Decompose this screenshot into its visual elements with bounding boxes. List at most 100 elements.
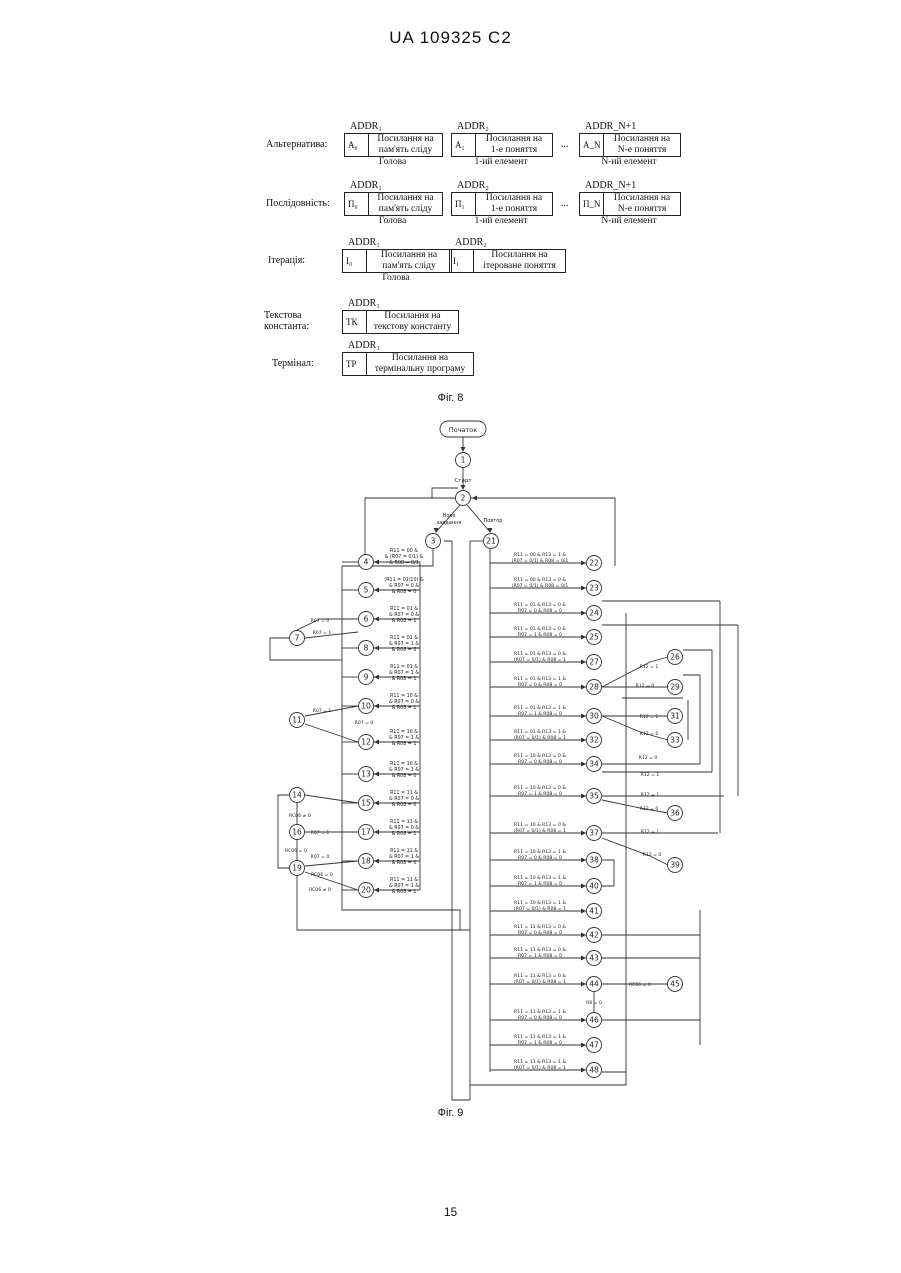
fig8-cell-text: Посилання напам'ять сліду bbox=[369, 193, 442, 215]
figure-8-caption: Фіг. 8 bbox=[0, 392, 901, 404]
arrow-head bbox=[581, 956, 586, 961]
flow-label: R07 = 1 bbox=[311, 830, 330, 836]
flow-label: 36 bbox=[670, 809, 680, 818]
flow-label: & R07 = 0 & bbox=[389, 699, 419, 705]
fig8-addr-label: ADDR₂ bbox=[457, 180, 489, 191]
flow-label: 15 bbox=[361, 799, 371, 808]
fig8-cell-caption: 1-ий елемент bbox=[451, 157, 551, 167]
flow-label: 30 bbox=[589, 712, 599, 721]
flow-label: & R08 = 0 bbox=[392, 802, 417, 808]
arrow-head bbox=[581, 1068, 586, 1073]
arrow-head bbox=[581, 1018, 586, 1023]
flow-line bbox=[270, 638, 342, 660]
flow-label: R12 = 1 bbox=[641, 829, 660, 835]
flow-label: & R08 = 0 bbox=[392, 773, 417, 779]
flow-line bbox=[602, 860, 614, 886]
fig8-row-label: Текстова константа: bbox=[264, 310, 336, 332]
flow-label: 22 bbox=[589, 559, 599, 568]
flow-label: R07 = 0 & R08 = 0 bbox=[518, 1015, 562, 1021]
fig8-cell-code: П₀ bbox=[345, 193, 369, 215]
flow-label: & R07 = 1 & bbox=[389, 883, 419, 889]
flow-label: 31 bbox=[670, 712, 680, 721]
flow-label: R12 = 0 bbox=[643, 852, 662, 858]
fig8-cell-text: Посилання наітероване поняття bbox=[474, 250, 565, 272]
flow-line bbox=[365, 498, 455, 555]
flow-label: 39 bbox=[670, 861, 680, 870]
fig8-addr-label: ADDR₁ bbox=[350, 180, 382, 191]
flow-label: 28 bbox=[589, 683, 599, 692]
flow-label: 35 bbox=[589, 792, 599, 801]
arrow-head bbox=[581, 635, 586, 640]
flow-label: (R07 = 0/1) & R08 = 0/1 bbox=[512, 558, 569, 564]
fig8-cell-text: Посилання на1-е поняття bbox=[476, 134, 552, 156]
fig8-ellipsis: ... bbox=[561, 139, 569, 150]
flow-label: R12 = 1 bbox=[640, 664, 659, 670]
arrow-head bbox=[581, 982, 586, 987]
fig8-memory-cell: П₀Посилання напам'ять сліду bbox=[344, 192, 443, 216]
flow-label: 14 bbox=[292, 791, 302, 800]
flow-label: 44 bbox=[589, 980, 599, 989]
arrow-head bbox=[581, 685, 586, 690]
flow-label: 9 bbox=[364, 673, 369, 682]
fig8-cell-text: Посилання напам'ять сліду bbox=[369, 134, 442, 156]
flow-label: R11 = 11 & R13 = 1 & bbox=[514, 1059, 566, 1065]
flow-label: 47 bbox=[589, 1041, 599, 1050]
arrow-head bbox=[581, 884, 586, 889]
flow-label: (R11 = 01/10) & bbox=[384, 577, 424, 583]
flow-label: R12 = 0 bbox=[636, 683, 655, 689]
flow-label: Початок bbox=[449, 426, 477, 434]
flow-label: 4 bbox=[364, 558, 369, 567]
flow-label: R12 = 0 bbox=[639, 755, 658, 761]
flow-label: & R07 = 1 & bbox=[389, 735, 419, 741]
flow-label: R11 = 00 & bbox=[390, 548, 418, 554]
flow-label: R07 = 1 & R08 = 0 bbox=[518, 791, 562, 797]
flow-label: 20 bbox=[361, 886, 371, 895]
fig8-addr-label: ADDR_N+1 bbox=[585, 121, 636, 132]
flow-label: RC06 = 0 bbox=[311, 872, 333, 878]
flow-label: 41 bbox=[589, 907, 599, 916]
arrow-head bbox=[461, 447, 466, 452]
flow-label: R07 = 0 & R08 = 0 bbox=[518, 855, 562, 861]
flow-label: 43 bbox=[589, 954, 599, 963]
flow-label: & R08 = 1 bbox=[392, 741, 417, 747]
arrow-head bbox=[374, 675, 379, 680]
flow-label: R07 = 1 bbox=[313, 630, 332, 636]
flow-label: R11 = 11 & bbox=[390, 877, 418, 883]
flow-label: R11 = 10 & R13 = 0 & bbox=[514, 785, 566, 791]
flow-label: R11 = 01 & bbox=[390, 606, 418, 612]
flow-label: 45 bbox=[670, 980, 680, 989]
flow-label: R07 = 1 & R08 = 0 bbox=[518, 953, 562, 959]
fig8-addr-label: ADDR₁ bbox=[348, 237, 380, 248]
flow-label: RC06 ≠ 0 bbox=[629, 982, 651, 988]
fig8-addr-label: ADDR₂ bbox=[457, 121, 489, 132]
fig8-memory-cell: П₁Посилання на1-е поняття bbox=[451, 192, 553, 216]
flow-label: RC06 ≠ 0 bbox=[289, 813, 311, 819]
flow-label: 24 bbox=[589, 609, 599, 618]
flow-label: & R07 = 1 & bbox=[389, 854, 419, 860]
flow-label: R11 = 00 & R13 = 1 & bbox=[514, 552, 566, 558]
flow-label: 5 bbox=[364, 586, 369, 595]
flow-label: & R08 = 0 bbox=[392, 860, 417, 866]
flow-label: & R07 = 0 & bbox=[389, 612, 419, 618]
arrow-head bbox=[374, 617, 379, 622]
flow-label: R12 = 1 bbox=[641, 792, 660, 798]
flow-label: 29 bbox=[670, 683, 680, 692]
flow-label: R07 = 1 & R08 = 0 bbox=[518, 881, 562, 887]
flow-label: & R07 = 0 & bbox=[389, 583, 419, 589]
arrow-head bbox=[461, 485, 466, 490]
flow-label: 37 bbox=[589, 829, 599, 838]
flow-label: 46 bbox=[589, 1016, 599, 1025]
fig8-memory-cell: A₀Посилання напам'ять сліду bbox=[344, 133, 443, 157]
fig8-cell-code: П_N bbox=[580, 193, 604, 215]
arrow-head bbox=[581, 762, 586, 767]
flow-line bbox=[305, 795, 358, 803]
flow-label: R07 = 1 & R08 = 0 bbox=[518, 711, 562, 717]
flow-label: R11 = 01 & R13 = 0 & bbox=[514, 651, 566, 657]
arrow-head bbox=[581, 1043, 586, 1048]
fig8-cell-caption: N-ий елемент bbox=[579, 216, 679, 226]
flow-label: (R07 = 0/1) & R08 = 1 bbox=[514, 735, 566, 741]
flow-label: & R07 = 0 & bbox=[389, 825, 419, 831]
flow-label: R11 = 01 & R13 = 1 & bbox=[514, 729, 566, 735]
arrow-head bbox=[581, 561, 586, 566]
flow-label: 48 bbox=[589, 1066, 599, 1075]
